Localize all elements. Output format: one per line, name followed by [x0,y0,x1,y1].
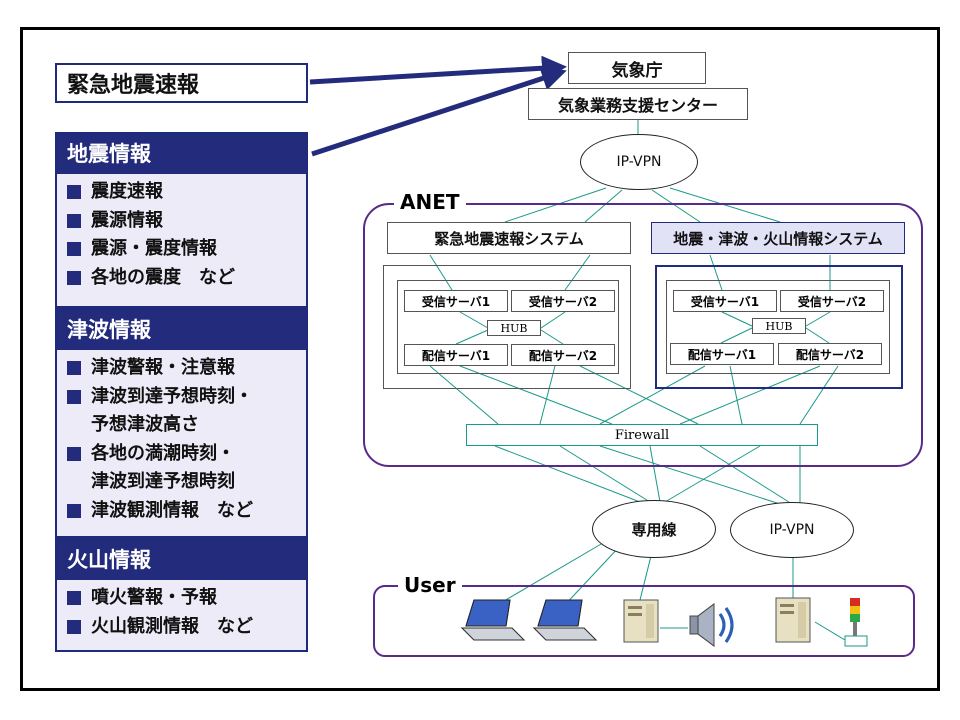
bullet-square-icon [67,503,81,518]
receive-server-2: 受信サーバ2 [511,290,615,312]
bullet-square-icon [67,446,81,461]
distribution-server-1: 配信サーバ1 [670,343,774,365]
jma-label: 気象庁 [611,60,663,81]
list-item: 津波警報・注意報 [63,354,306,383]
ipvpn-bottom-cloud: IP-VPN [730,502,854,558]
jma-box: 気象庁 [568,52,706,84]
distribution-server-1: 配信サーバ1 [404,344,508,366]
panel-tsunami-info: 津波情報 津波警報・注意報 津波到達予想時刻・ 予想津波高さ 各地の満潮時刻・ … [55,308,308,538]
list-item: 震源情報 [63,207,306,236]
hub: HUB [752,318,806,334]
anet-region [363,203,923,467]
list-item: 津波到達予想時刻・ [63,383,306,412]
list-item: 各地の震度 など [63,264,306,293]
panel-title: 地震情報 [57,134,306,174]
diagram-frame [20,27,940,691]
bullet-square-icon [67,185,81,199]
user-label: User [398,573,462,597]
distribution-server-2: 配信サーバ2 [511,344,615,366]
firewall: Firewall [466,424,818,446]
bullet-square-icon [67,389,81,404]
list-item: 予想津波高さ [91,414,199,435]
bullet-square-icon [67,213,81,228]
quake-system-box [655,265,903,389]
panel-earthquake-info: 地震情報 震度速報 震源情報 震源・震度情報 各地の震度 など [55,132,308,308]
distribution-server-2: 配信サーバ2 [778,343,882,365]
list-item: 各地の満潮時刻・ [63,440,306,469]
list-item: 震源・震度情報 [63,235,306,264]
bullet-square-icon [67,591,81,605]
panel-title: 津波情報 [57,310,306,350]
jma-support-box: 気象業務支援センター [528,88,748,120]
jma-support-label: 気象業務支援センター [557,96,718,115]
ipvpn-top-label: IP-VPN [616,154,662,170]
receive-server-2: 受信サーバ2 [780,290,884,312]
eew-arrow [309,55,567,85]
bullet-square-icon [67,619,81,634]
panel-volcano-info: 火山情報 噴火警報・予報 火山観測情報 など [55,538,308,652]
list-item: 火山観測情報 など [63,613,306,642]
dedicated-line-label: 専用線 [631,520,677,539]
panel-title: 火山情報 [57,540,306,580]
hub: HUB [487,320,541,336]
bullet-square-icon [67,242,81,256]
anet-label: ANET [394,190,466,214]
quake-tsunami-volcano-system-title: 地震・津波・火山情報システム [651,222,905,254]
list-item: 震度速報 [63,178,306,207]
bullet-square-icon [67,270,81,285]
dedicated-line-cloud: 専用線 [592,500,716,558]
user-region [373,585,915,657]
list-item: 噴火警報・予報 [63,584,306,613]
eew-label: 緊急地震速報 [67,73,200,98]
receive-server-1: 受信サーバ1 [404,290,508,312]
info-arrow [311,66,567,157]
quake-system-inner [666,280,890,374]
eew-system-inner [397,280,619,374]
bullet-square-icon [67,361,81,375]
ipvpn-top-cloud: IP-VPN [580,134,698,190]
receive-server-1: 受信サーバ1 [673,290,777,312]
ipvpn-bottom-label: IP-VPN [769,522,815,538]
eew-label-box: 緊急地震速報 [55,63,308,103]
teal-links [429,120,846,641]
list-item: 津波到達予想時刻 [91,471,235,492]
list-item: 津波観測情報 など [63,497,306,526]
eew-system-title: 緊急地震速報システム [387,222,631,254]
eew-system-box [383,265,631,389]
